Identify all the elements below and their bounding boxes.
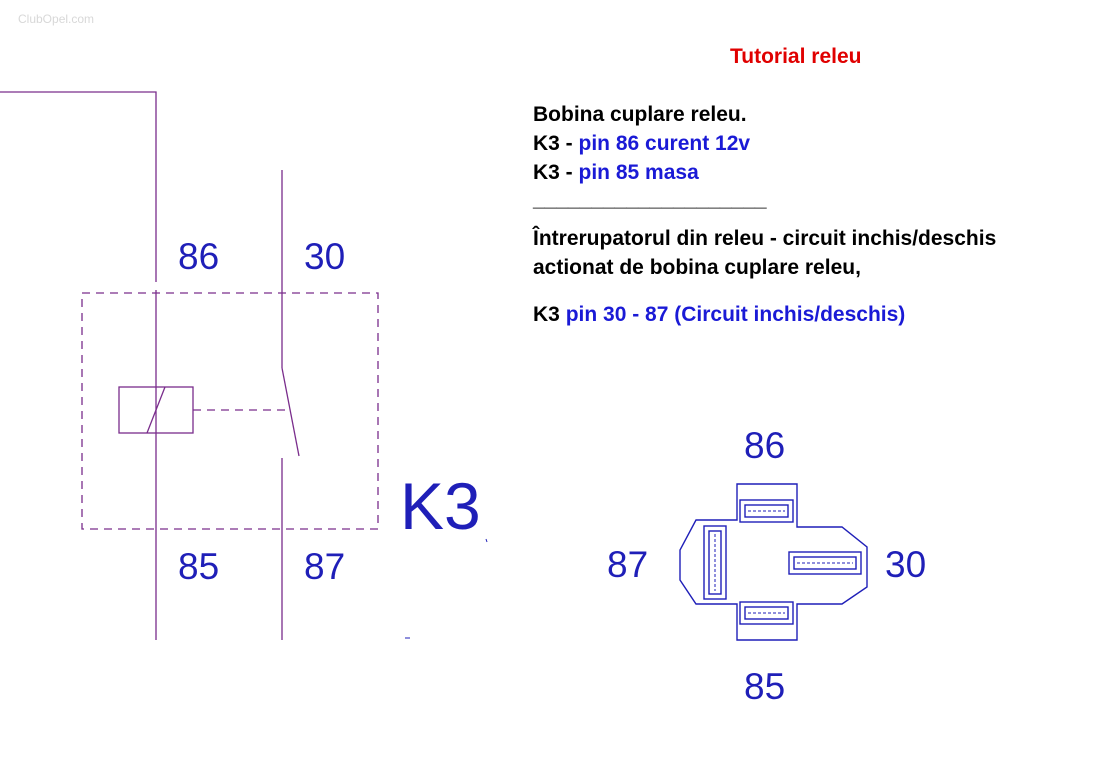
terminal-30 bbox=[788, 551, 862, 575]
pin30-prefix: K3 bbox=[533, 303, 566, 326]
pin86-prefix: K3 - bbox=[533, 132, 579, 155]
relay-enclosure bbox=[81, 292, 379, 530]
pin30-note: K3 pin 30 - 87 (Circuit inchis/deschis) bbox=[533, 300, 996, 329]
schematic-label-87: 87 bbox=[304, 546, 346, 587]
switch-blade bbox=[281, 367, 300, 457]
socket-outline bbox=[679, 483, 868, 641]
relay-label: K3 bbox=[400, 469, 481, 543]
socket-label-86: 86 bbox=[744, 425, 786, 466]
pin86-text: pin 86 curent 12v bbox=[578, 132, 751, 155]
pin85-text: pin 85 masa bbox=[578, 161, 699, 184]
watermark: ClubOpel.com bbox=[18, 12, 95, 26]
pin85-note: K3 - pin 85 masa bbox=[533, 158, 996, 187]
pin30-text: pin 30 - 87 (Circuit inchis/deschis) bbox=[565, 303, 906, 326]
switch-line-1: Întrerupatorul din releu - circuit inchi… bbox=[533, 227, 997, 250]
terminal-86 bbox=[739, 499, 794, 523]
terminal-87 bbox=[703, 525, 727, 600]
pin85-prefix: K3 - bbox=[533, 161, 579, 184]
switch-line-2: actionat de bobina cuplare releu, bbox=[533, 256, 861, 279]
pin86-note: K3 - pin 86 curent 12v bbox=[533, 129, 996, 158]
page-title: Tutorial releu bbox=[730, 45, 862, 68]
separator-line: ____________________ bbox=[533, 188, 767, 211]
schematic-label-85: 85 bbox=[178, 546, 220, 587]
coil-diagonal bbox=[146, 386, 166, 434]
socket-label-85: 85 bbox=[744, 666, 786, 707]
wire-86 bbox=[0, 91, 157, 282]
notes-block: Bobina cuplare releu. K3 - pin 86 curent… bbox=[533, 100, 996, 329]
stray-mark bbox=[485, 538, 488, 543]
schematic-label-86: 86 bbox=[178, 236, 220, 277]
coil-heading: Bobina cuplare releu. bbox=[533, 103, 747, 126]
schematic-label-30: 30 bbox=[304, 236, 346, 277]
socket-label-30: 30 bbox=[885, 544, 927, 585]
socket-diagram bbox=[679, 483, 868, 641]
terminal-85 bbox=[739, 601, 794, 625]
socket-label-87: 87 bbox=[607, 544, 649, 585]
